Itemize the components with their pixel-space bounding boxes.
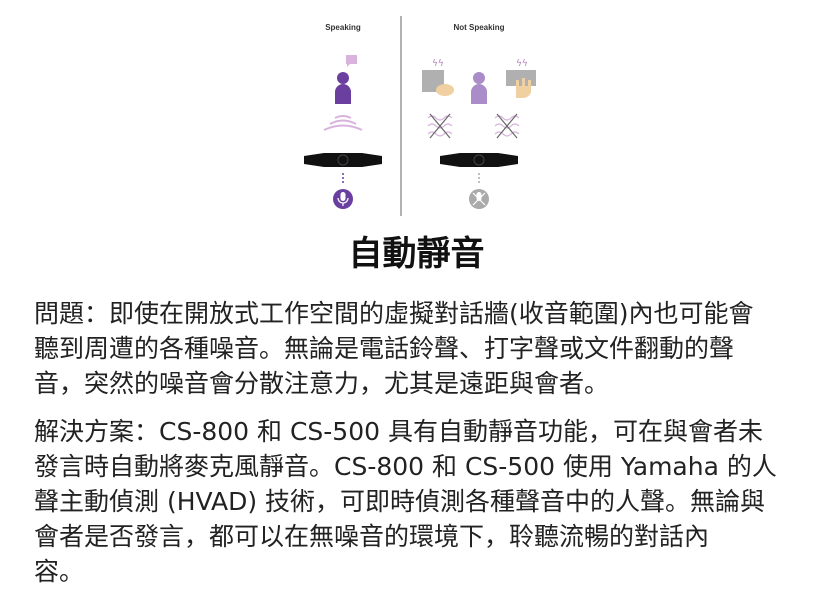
conference-device-icon (440, 153, 518, 167)
text-line: 會者是否發言，都可以在無噪音的環境下，聆聽流暢的對話內 (34, 522, 710, 551)
svg-text:ϟϟ: ϟϟ (432, 59, 444, 69)
person-speaking-icon (335, 72, 351, 104)
speaking-label: Speaking (325, 23, 361, 32)
text-line: 容。 (34, 557, 85, 586)
solution-paragraph: 解決方案：CS-800 和 CS-500 具有自動靜音功能，可在與會者未 發言時… (34, 414, 824, 589)
page-title: 自動靜音 (348, 234, 485, 274)
text-line: 聽到周遭的各種噪音。無論是電話鈴聲、打字聲或文件翻動的聲 (34, 334, 735, 363)
problem-paragraph: 問題：即使在開放式工作空間的虛擬對話牆(收音範圍)內也可能會 聽到周遭的各種噪音… (34, 296, 824, 401)
text-line: 音，突然的噪音會分散注意力，尤其是遠距與會者。 (34, 369, 610, 398)
microphone-on-icon (333, 189, 353, 209)
paper-rustle-icon: ϟϟ (422, 59, 454, 96)
person-silent-icon (471, 72, 487, 104)
dotted-connector (478, 173, 480, 183)
keyboard-typing-icon: ϟϟ (506, 59, 536, 98)
svg-text:ϟϟ: ϟϟ (516, 59, 528, 69)
text-line: 問題：即使在開放式工作空間的虛擬對話牆(收音範圍)內也可能會 (34, 299, 754, 328)
not-speaking-label: Not Speaking (453, 23, 504, 32)
text-line: 解決方案：CS-800 和 CS-500 具有自動靜音功能，可在與會者未 (34, 417, 763, 446)
text-line: 聲主動偵測 (HVAD) 技術，可即時偵測各種聲音中的人聲。無論與 (34, 487, 766, 516)
blocked-noise-icon (427, 113, 520, 139)
speech-bubble-icon (346, 55, 357, 67)
sound-waves-icon (323, 115, 363, 131)
dotted-connector (342, 173, 344, 183)
text-line: 發言時自動將麥克風靜音。CS-800 和 CS-500 使用 Yamaha 的人 (34, 452, 777, 481)
conference-device-icon (304, 153, 382, 167)
microphone-muted-icon (469, 189, 489, 209)
auto-mute-illustration: Speaking Not Speaking ϟϟ ϟϟ (304, 16, 536, 216)
